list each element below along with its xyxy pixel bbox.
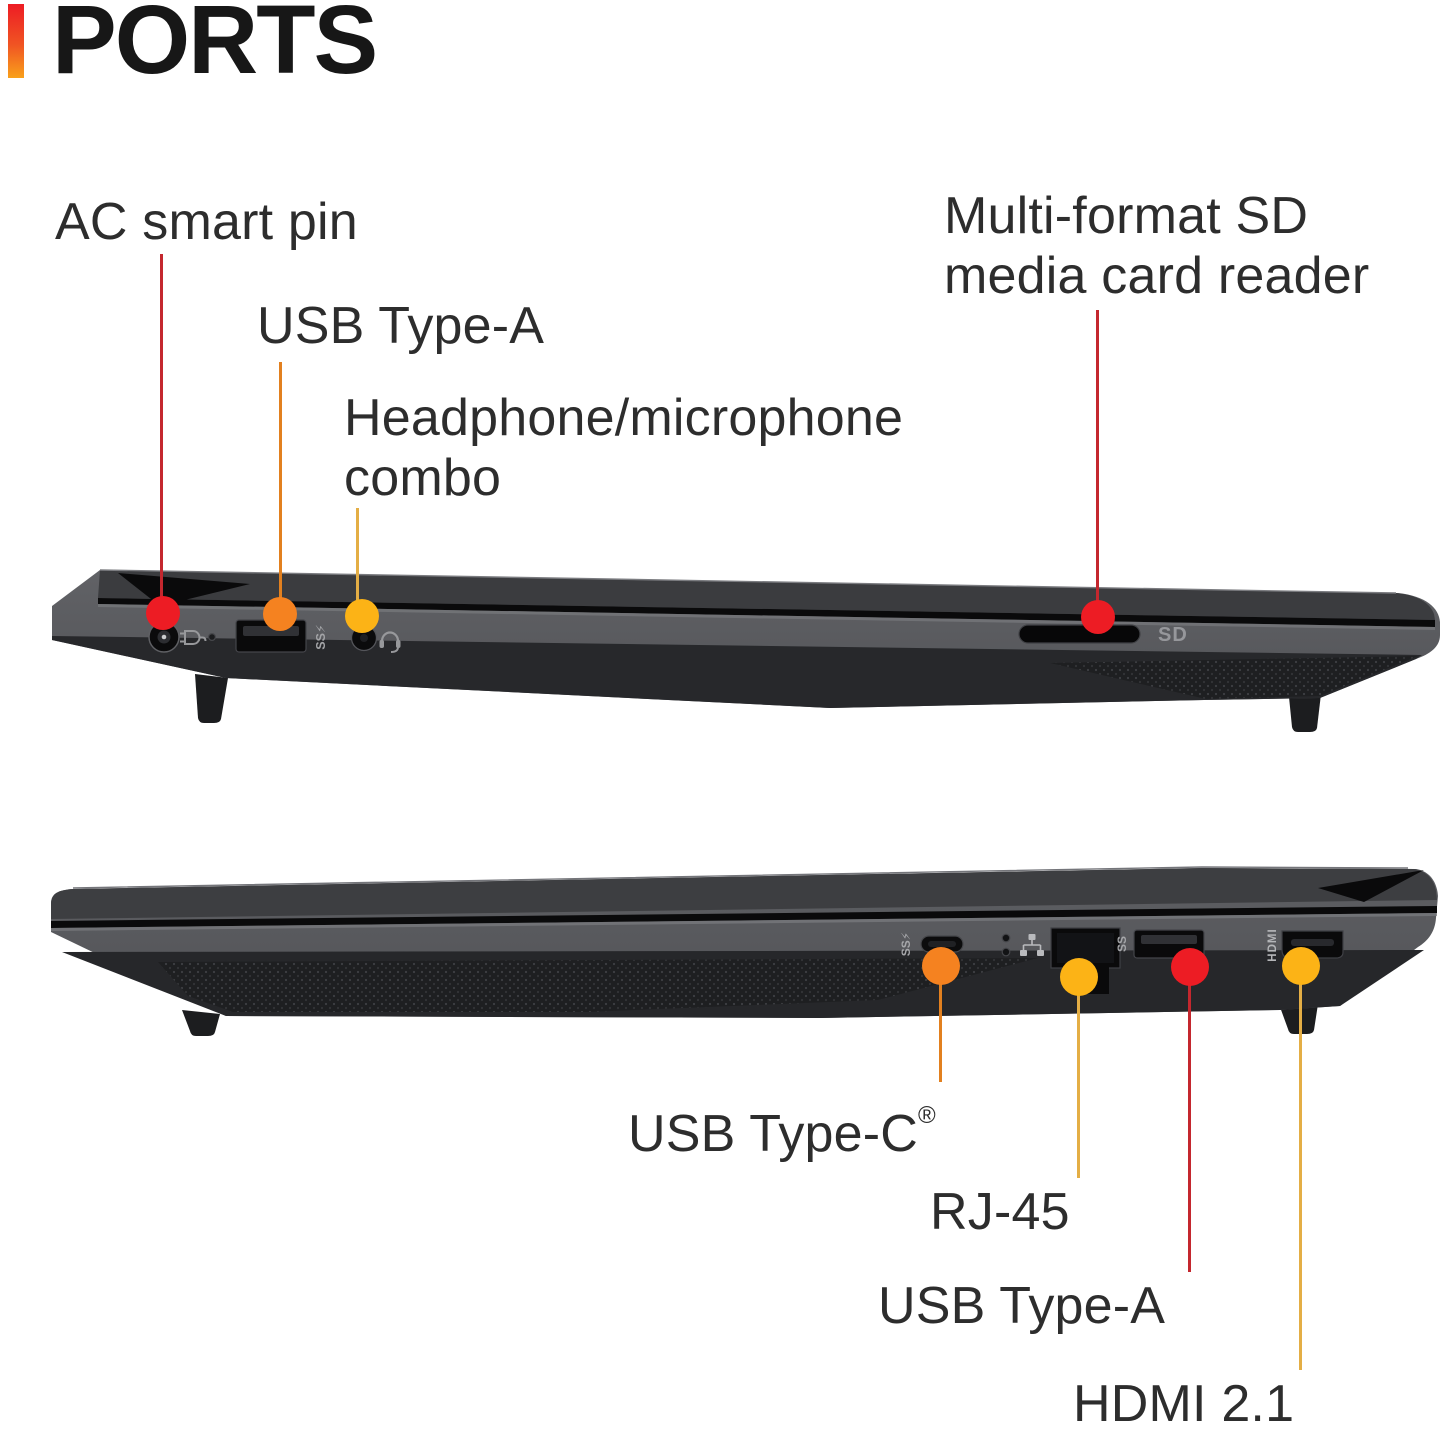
callout-line-sd-reader — [1096, 310, 1099, 603]
callout-dot-sd-reader — [1081, 600, 1115, 634]
laptop-foot — [182, 1010, 220, 1036]
label-line1: Multi-format SD — [944, 187, 1309, 245]
callout-dot-rj45 — [1060, 958, 1098, 996]
sd-slot-label: SD — [1158, 624, 1188, 646]
laptop-top-left-side-view: SS⚡ SD — [52, 569, 1440, 732]
vent-mesh — [1050, 656, 1418, 699]
hdmi-label-text: HDMI — [1267, 928, 1279, 961]
page-title: PORTS — [52, 0, 378, 94]
callout-line-headphone-combo — [356, 508, 359, 603]
callout-line-rj45 — [1077, 994, 1080, 1178]
ss-usb-icon: SS⚡ — [899, 932, 913, 956]
ss-usb-icon-text: SS⚡ — [314, 624, 328, 649]
callout-line-usb-type-c — [939, 982, 942, 1082]
callout-label-usb-type-a-top: USB Type-A — [257, 297, 545, 355]
hinge-notch — [1318, 870, 1424, 902]
registered-mark: ® — [918, 1102, 936, 1129]
laptop-foot — [195, 674, 228, 723]
lid-rim-highlight — [99, 569, 1397, 594]
vent-mesh — [158, 958, 1038, 1012]
label-line2: media card reader — [944, 247, 1370, 305]
power-led — [208, 632, 217, 641]
headset-icon — [379, 631, 401, 653]
ss-usb-icon: SS — [1115, 936, 1129, 952]
lid-rim-highlight — [72, 866, 1409, 889]
callout-label-headphone-mic-combo: Headphone/microphone combo — [344, 388, 903, 508]
deck-highlight — [51, 913, 1437, 931]
callout-dot-ac-smart-pin — [146, 596, 180, 630]
laptop-underside — [52, 636, 1422, 708]
callout-line-ac-smart-pin — [160, 254, 163, 600]
callout-label-hdmi-2-1: HDMI 2.1 — [1073, 1375, 1295, 1429]
callout-line-usb-type-a-top — [279, 362, 282, 602]
callout-line-usb-type-a-bottom — [1188, 984, 1191, 1272]
callout-label-usb-type-c: USB Type-C® — [628, 1086, 936, 1164]
hdmi-port-label: HDMI — [1267, 928, 1279, 961]
callout-dot-hdmi — [1282, 947, 1320, 985]
sd-card-slot — [1018, 624, 1141, 644]
power-jack-port — [148, 621, 180, 653]
hinge-notch — [118, 573, 250, 606]
ss-usb-icon-text: SS⚡ — [899, 932, 913, 956]
ss-usb-icon-text: SS — [1115, 936, 1129, 952]
callout-label-usb-type-a-bottom: USB Type-A — [878, 1277, 1166, 1335]
accent-bar — [8, 4, 24, 78]
ss-usb-icon: SS⚡ — [314, 624, 328, 649]
callout-label-sd-card-reader: Multi-format SD media card reader — [944, 186, 1369, 306]
callout-line-hdmi — [1299, 984, 1302, 1370]
callout-dot-usb-type-a-top — [263, 597, 297, 631]
callout-dot-usb-type-c — [922, 947, 960, 985]
usb-a-port — [235, 619, 307, 653]
callout-dot-headphone-combo — [345, 599, 379, 633]
lid-edge — [51, 868, 1437, 919]
laptop-foot — [1289, 694, 1321, 732]
lid-seam — [51, 906, 1437, 928]
label-line2: combo — [344, 449, 502, 507]
label-text: USB Type-C — [628, 1105, 919, 1163]
callout-dot-usb-type-a-bottom — [1171, 948, 1209, 986]
callout-label-rj45: RJ-45 — [930, 1183, 1070, 1241]
led-indicators — [1001, 933, 1011, 957]
network-icon — [1020, 934, 1044, 956]
laptop-bottom-right-side-view: SS⚡ SS — [51, 866, 1438, 1036]
label-line1: Headphone/microphone — [344, 389, 904, 447]
callout-label-ac-smart-pin: AC smart pin — [55, 193, 358, 251]
power-plug-icon — [180, 630, 207, 645]
